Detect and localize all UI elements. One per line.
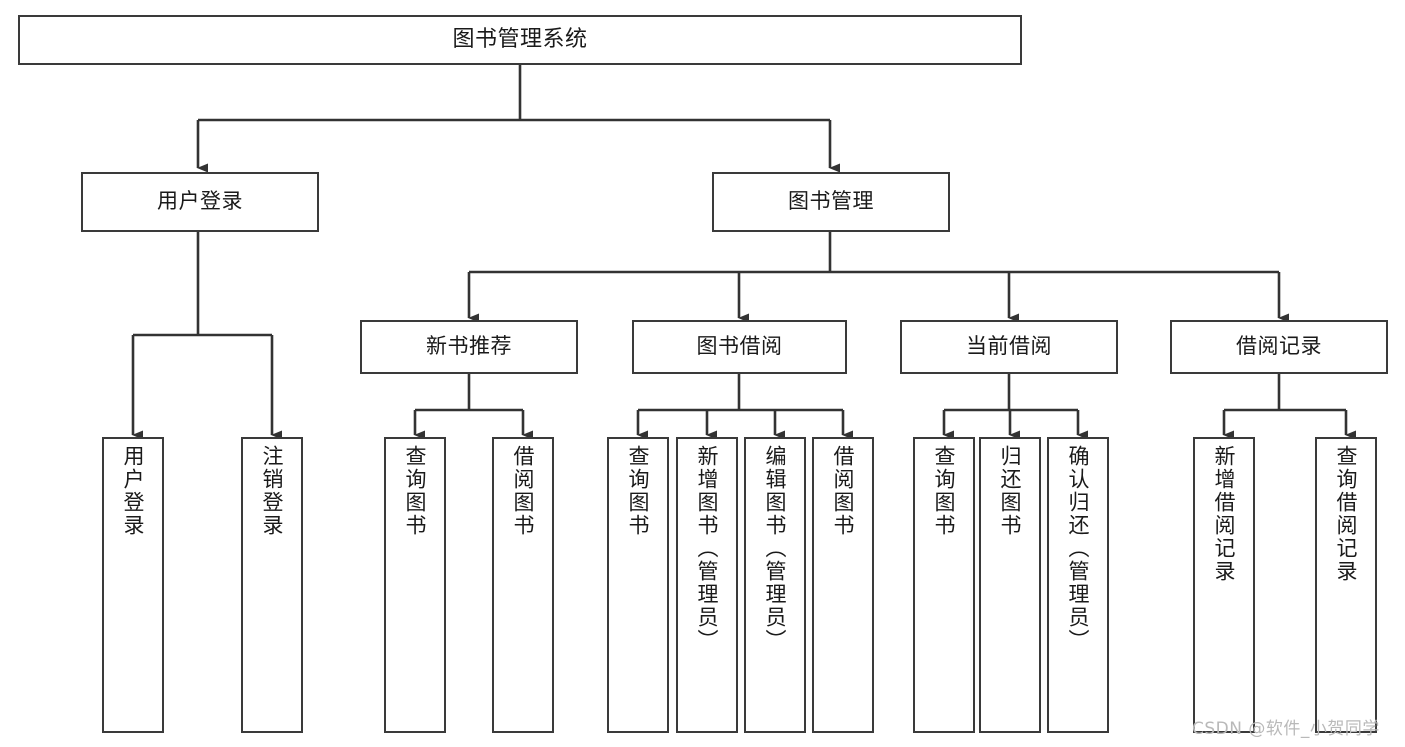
node-label: 图书借阅 <box>696 334 783 359</box>
leaf-confirm-return-admin[interactable]: 确认归还（管理员） <box>1047 437 1109 733</box>
leaf-return-book[interactable]: 归还图书 <box>979 437 1041 733</box>
watermark-csdn: CSDN @软件_小贺同学 <box>1192 719 1380 739</box>
node-label: 新书推荐 <box>426 334 512 359</box>
node-label: 查询图书 <box>932 445 957 537</box>
leaf-add-book-admin[interactable]: 新增图书（管理员） <box>676 437 738 733</box>
leaf-query-book-current[interactable]: 查询图书 <box>913 437 975 733</box>
node-borrow-record[interactable]: 借阅记录 <box>1170 320 1388 374</box>
leaf-borrow-book-new-recommend[interactable]: 借阅图书 <box>492 437 554 733</box>
node-new-book-recommend[interactable]: 新书推荐 <box>360 320 578 374</box>
node-label: 用户登录 <box>157 189 243 214</box>
node-user-login[interactable]: 用户登录 <box>81 172 319 232</box>
leaf-borrow-book[interactable]: 借阅图书 <box>812 437 874 733</box>
node-label: 归还图书 <box>998 445 1023 537</box>
node-label: 新增图书（管理员） <box>695 445 720 652</box>
node-label: 借阅图书 <box>511 445 536 537</box>
leaf-query-book-borrow[interactable]: 查询图书 <box>607 437 669 733</box>
leaf-add-borrow-record[interactable]: 新增借阅记录 <box>1193 437 1255 733</box>
node-label: 查询借阅记录 <box>1334 445 1359 583</box>
node-label: 新增借阅记录 <box>1212 445 1237 583</box>
node-label: 用户登录 <box>121 445 146 537</box>
node-label: 借阅记录 <box>1236 334 1322 359</box>
leaf-logout-login[interactable]: 注销登录 <box>241 437 303 733</box>
node-label: 确认归还（管理员） <box>1066 445 1091 652</box>
node-label: 查询图书 <box>403 445 428 537</box>
node-label: 注销登录 <box>260 445 285 537</box>
node-label: 查询图书 <box>626 445 651 537</box>
node-label: 当前借阅 <box>966 334 1052 359</box>
leaf-query-book-new-recommend[interactable]: 查询图书 <box>384 437 446 733</box>
node-book-management[interactable]: 图书管理 <box>712 172 950 232</box>
leaf-query-borrow-record[interactable]: 查询借阅记录 <box>1315 437 1377 733</box>
node-current-borrow[interactable]: 当前借阅 <box>900 320 1118 374</box>
node-label: 图书管理系统 <box>452 26 588 52</box>
node-label: 借阅图书 <box>831 445 856 537</box>
node-root-book-management-system[interactable]: 图书管理系统 <box>18 15 1022 65</box>
leaf-edit-book-admin[interactable]: 编辑图书（管理员） <box>744 437 806 733</box>
node-label: 编辑图书（管理员） <box>763 445 788 652</box>
node-label: 图书管理 <box>788 189 874 214</box>
leaf-user-login[interactable]: 用户登录 <box>102 437 164 733</box>
node-book-borrow[interactable]: 图书借阅 <box>632 320 847 374</box>
